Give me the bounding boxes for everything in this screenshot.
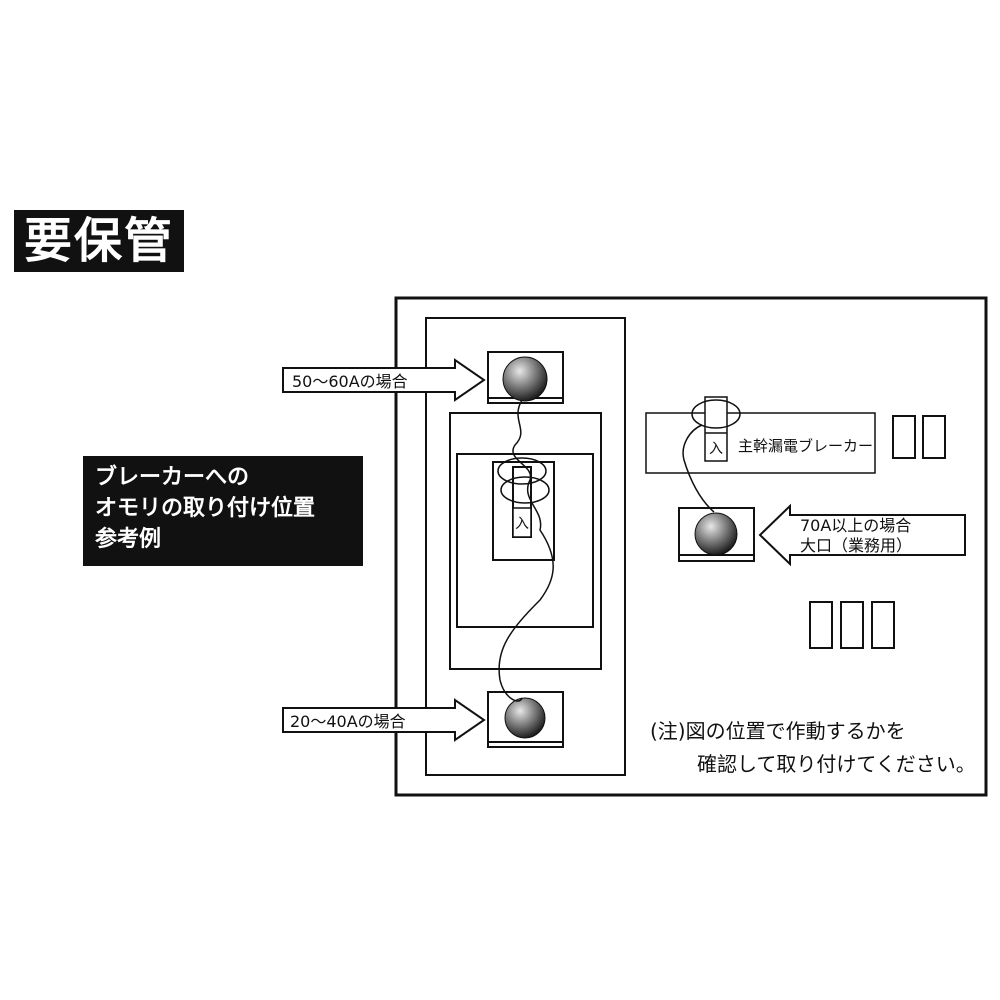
weight-ball-right	[694, 512, 738, 556]
weight-wire-right	[682, 424, 715, 513]
main-breaker-label: 主幹漏電ブレーカー	[738, 437, 873, 455]
label-20-40: 20〜40Aの場合	[290, 712, 406, 731]
input-mark-box-left	[512, 507, 532, 538]
slot-bottom-3	[871, 601, 895, 649]
left-breaker-column	[425, 317, 626, 776]
reference-line-2: オモリの取り付け位置	[95, 496, 316, 521]
slot-top-1	[892, 415, 916, 459]
label-70-line-2: 大口（業務用）	[800, 536, 912, 555]
note-line-2: 確認して取り付けてください。	[697, 752, 976, 776]
slot-top-2	[922, 415, 946, 459]
note-line-1: (注)図の位置で作動するかを	[650, 719, 906, 743]
slot-bottom-2	[840, 601, 864, 649]
wire-loop-2	[500, 476, 550, 504]
input-mark-right: 入	[709, 441, 723, 457]
slot-bottom-1	[809, 601, 833, 649]
weight-wire-left	[498, 399, 554, 702]
reference-line-1: ブレーカーへの	[95, 465, 250, 490]
breaker-outer-box	[449, 412, 602, 670]
arrow-70	[758, 503, 966, 567]
label-50-60: 50〜60Aの場合	[292, 372, 408, 391]
label-70-line-1: 70A以上の場合	[800, 516, 911, 535]
input-mark-left: 入	[515, 516, 529, 532]
arrow-50-60	[282, 358, 486, 402]
main-wire-loop	[691, 399, 741, 429]
weight-ball-top	[502, 356, 548, 402]
breaker-inner-box	[456, 453, 594, 628]
weight-ball-bottom	[504, 697, 546, 739]
reference-example-badge: ブレーカーへの オモリの取り付け位置 参考例	[83, 456, 363, 566]
wire-loop-1	[497, 457, 547, 485]
reference-line-3: 参考例	[95, 527, 162, 552]
main-breaker-lever	[704, 396, 728, 462]
title-badge: 要保管	[14, 210, 184, 272]
breaker-switch	[492, 461, 555, 561]
arrow-20-40	[282, 698, 486, 742]
